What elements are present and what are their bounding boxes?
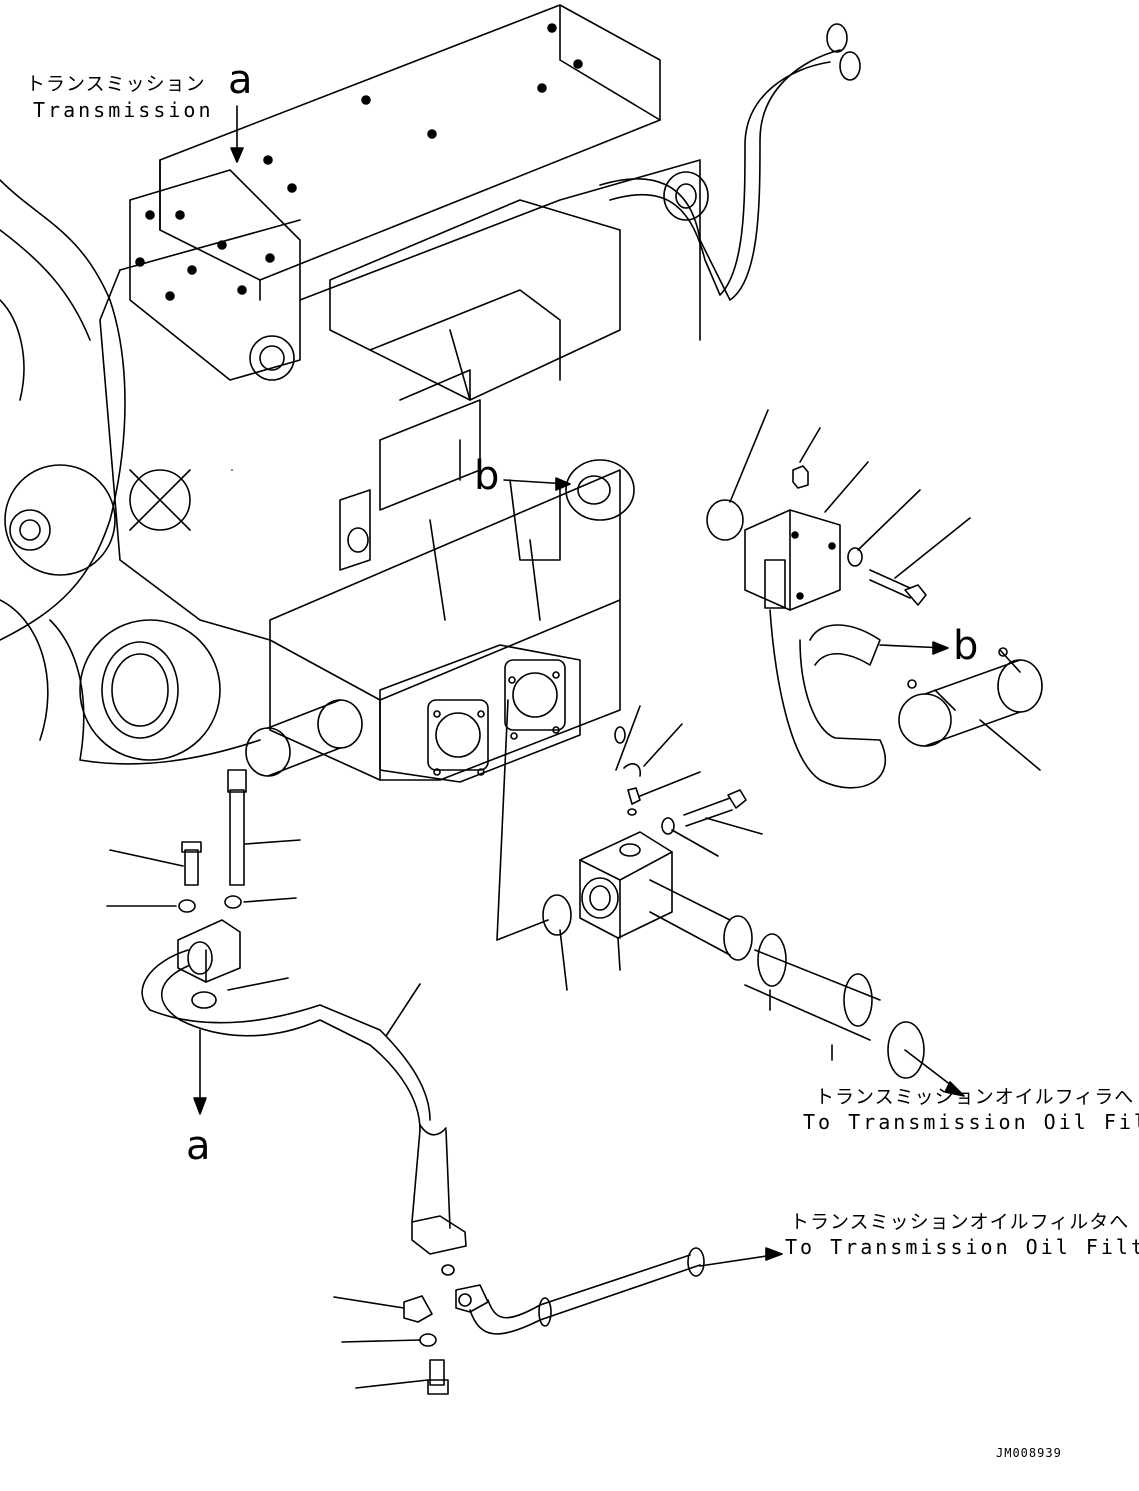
oil-filler-label-jp: トランスミッションオイルフィラへ [815, 1086, 1135, 1108]
callout-b-left: b [474, 453, 500, 499]
cover-bolts [264, 24, 582, 192]
callout-a-bottom: a [186, 1123, 211, 1169]
oil-filler-label-en: To Transmission Oil Filler [803, 1110, 1139, 1134]
lower-tube-assembly [142, 470, 704, 1394]
leader-lines [107, 410, 1040, 1388]
valve-bolts [136, 211, 274, 300]
callout-b-right: b [953, 623, 979, 669]
oil-filter-label-jp: トランスミッションオイルフィルタへ [790, 1211, 1130, 1233]
port-b-flange [566, 460, 634, 520]
callout-a-top: a [228, 57, 253, 103]
transmission-label-en: Transmission [33, 98, 214, 122]
oil-filter-label-en: To Transmission Oil Filter [785, 1235, 1139, 1259]
lower-flange-assembly [543, 727, 924, 1078]
flange-ports [428, 660, 565, 775]
upper-elbow-assembly [707, 466, 1042, 788]
callout-arrows [194, 106, 964, 1266]
transmission-label-jp: トランスミッション [26, 73, 206, 95]
drawing-code: JM008939 [996, 1446, 1062, 1460]
transmission-assembly [0, 5, 860, 782]
